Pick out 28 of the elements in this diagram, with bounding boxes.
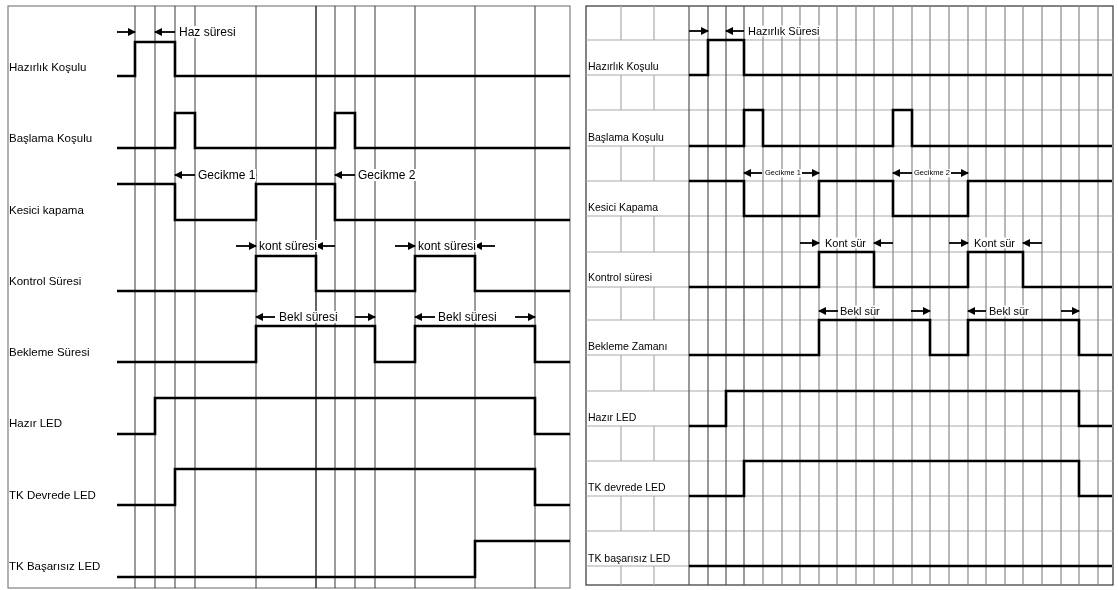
- signal-label: TK başarısız LED: [588, 552, 671, 564]
- signal-label: Hazır LED: [588, 411, 637, 423]
- signal-label: Bekleme Süresi: [9, 347, 90, 359]
- signal-label: Bekleme Zamanı: [588, 340, 668, 352]
- signal-label: Kesici kapama: [9, 205, 84, 217]
- duration-label: Hazırlık Süresi: [747, 25, 821, 37]
- duration-label: Bekl süresi: [278, 311, 339, 323]
- signal-label: Kesici Kapama: [588, 201, 659, 213]
- signal-label: Hazır LED: [9, 418, 63, 430]
- signal-label: TK Devrede LED: [9, 490, 96, 502]
- duration-label: Bekl sür: [988, 305, 1030, 317]
- duration-label: Haz süresi: [178, 26, 237, 38]
- signal-label: TK Başarısız LED: [9, 561, 101, 573]
- duration-label: Bekl süresi: [437, 311, 498, 323]
- signal-label: Hazırlık Koşulu: [588, 60, 659, 72]
- duration-label: Bekl sür: [839, 305, 881, 317]
- signal-label: TK devrede LED: [588, 481, 666, 493]
- duration-label: Gecikme 1: [197, 169, 257, 181]
- signal-label: Hazırlık Koşulu: [9, 62, 87, 74]
- duration-label: Gecikme 2: [357, 169, 417, 181]
- duration-label: kont süresi: [417, 240, 478, 252]
- signal-label: Başlama Koşulu: [588, 131, 664, 143]
- duration-label: kont süresi: [258, 240, 319, 252]
- signal-label: Başlama Koşulu: [9, 133, 93, 145]
- duration-label: Kont sür: [824, 237, 867, 249]
- signal-label: Kontrol Süresi: [9, 276, 82, 288]
- duration-label: Kont sür: [973, 237, 1016, 249]
- signal-label: Kontrol süresi: [588, 271, 653, 283]
